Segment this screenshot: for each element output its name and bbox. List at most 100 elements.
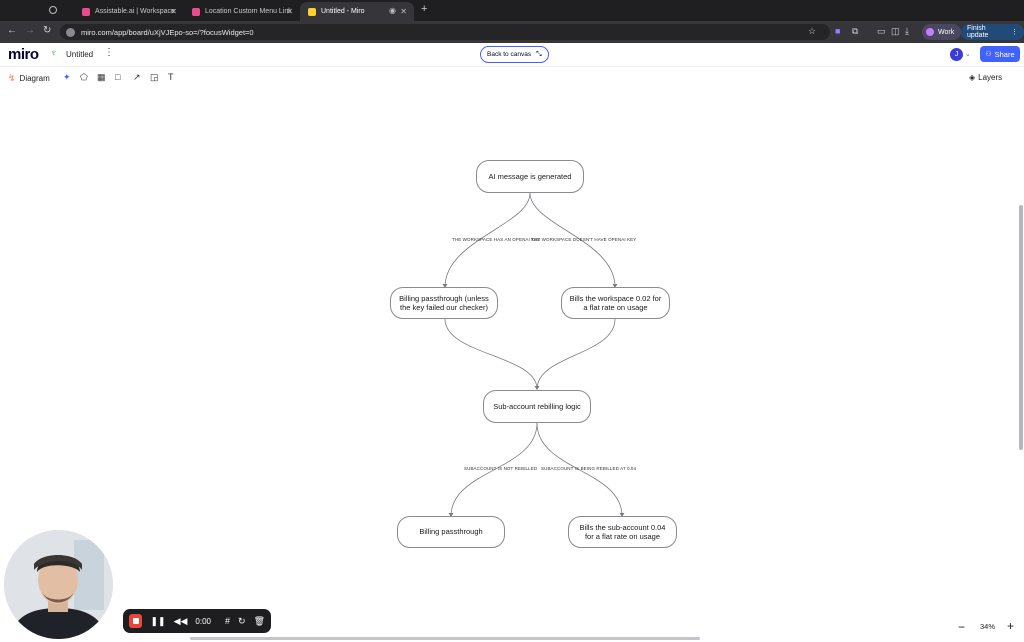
- chevron-down-icon[interactable]: ⌄: [965, 51, 971, 58]
- edge-label-has-key[interactable]: THE WORKSPACE HAS AN OPENAI KEY: [452, 237, 541, 242]
- node-label: Bills the workspace 0.02 for a flat rate…: [569, 293, 662, 312]
- rewind-icon[interactable]: ◀◀: [173, 615, 188, 626]
- tab-favicon-icon: [82, 7, 90, 16]
- arrowhead-icon: [619, 513, 625, 517]
- site-info-icon[interactable]: [66, 27, 75, 37]
- node-label: AI message is generated: [488, 171, 572, 181]
- tab-close-icon[interactable]: ✕: [286, 7, 293, 16]
- restart-icon[interactable]: ↻: [238, 615, 246, 626]
- layers-label: Layers: [978, 73, 1003, 82]
- edge-label-no-key[interactable]: THE WORKSPACE DOESN'T HAVE OPENAI KEY: [531, 237, 637, 242]
- shapes-icon[interactable]: ⬠: [80, 72, 88, 82]
- share-button[interactable]: ⚇ Share: [980, 46, 1020, 62]
- text-icon[interactable]: T: [168, 72, 174, 82]
- profile-button[interactable]: Work: [922, 24, 962, 40]
- node-label: Sub-account rebilling logic: [493, 401, 581, 411]
- arrowhead-icon: [534, 386, 540, 390]
- miro-header: miro ♆ Untitled ⋮ Back to canvas ⤡ J ⌄ ⚇…: [0, 43, 1024, 67]
- diagram-toolbar: ↯ Diagram ✦ ⬠ ▦ □ ↗ ◲ T ◈ Layers: [0, 67, 1024, 89]
- webcam-bubble[interactable]: [4, 530, 113, 639]
- screenshot-icon[interactable]: ◫: [891, 26, 900, 36]
- trash-icon[interactable]: 🗑: [253, 615, 265, 626]
- webcam-person-image: [4, 530, 113, 639]
- kebab-menu-icon: ⋮: [1011, 29, 1018, 36]
- node-billing-passthrough-unless[interactable]: Billing passthrough (unless the key fail…: [390, 287, 498, 319]
- tab-miro[interactable]: Untitled - Miro ◉ ✕: [300, 2, 414, 21]
- connector-icon[interactable]: ↗: [133, 72, 141, 82]
- layers-button[interactable]: ◈ Layers: [969, 73, 1002, 82]
- magic-wand-icon[interactable]: ✦: [63, 72, 71, 82]
- table-icon[interactable]: ▦: [97, 72, 106, 82]
- board-title[interactable]: Untitled: [66, 50, 94, 59]
- node-subaccount-rebilling-logic[interactable]: Sub-account rebilling logic: [483, 390, 591, 423]
- back-to-canvas-button[interactable]: Back to canvas ⤡: [480, 46, 549, 63]
- node-label: Bills the sub-account 0.04 for a flat ra…: [579, 522, 666, 541]
- connector-no-key[interactable]: [529, 192, 616, 288]
- finish-update-label: Finish update: [967, 25, 989, 39]
- bookmark-star-icon[interactable]: ☆: [808, 26, 817, 36]
- tab-close-icon[interactable]: ✕: [170, 7, 177, 16]
- profile-label: Work: [938, 28, 955, 36]
- diagram-mode-button[interactable]: ↯ Diagram: [8, 73, 50, 84]
- vertical-scrollbar[interactable]: [1019, 205, 1023, 450]
- address-bar[interactable]: miro.com/app/board/uXjVJEpo-so=/?focusWi…: [60, 24, 830, 40]
- miro-logo[interactable]: miro: [8, 46, 39, 63]
- connector-has-key[interactable]: [444, 192, 531, 288]
- connector-being-rebilled[interactable]: [536, 422, 623, 517]
- tab-label: Location Custom Menu Link: [205, 8, 292, 15]
- zoom-out-button[interactable]: −: [958, 620, 966, 634]
- rectangle-icon[interactable]: □: [115, 72, 121, 82]
- browser-url-bar: ← → ↻ miro.com/app/board/uXjVJEpo-so=/?f…: [0, 21, 1024, 43]
- edge-label-being-rebilled[interactable]: SUBACCOUNT IS BEING REBILLED AT 0.04: [541, 466, 637, 471]
- tab-close-icon[interactable]: ✕: [400, 7, 407, 16]
- tab-audio-icon[interactable]: ◉: [389, 6, 396, 15]
- board-menu-icon[interactable]: ⋮: [104, 47, 114, 58]
- connector-not-rebilled[interactable]: [450, 422, 538, 517]
- tab-favicon-icon: [308, 7, 316, 16]
- tab-location-menu[interactable]: Location Custom Menu Link ✕: [184, 2, 300, 21]
- cast-icon[interactable]: ▭: [877, 26, 886, 36]
- collapse-arrows-icon: ⤡: [536, 50, 542, 58]
- stop-recording-button[interactable]: [129, 614, 143, 628]
- share-users-icon: ⚇: [985, 51, 992, 58]
- horizontal-scrollbar[interactable]: [190, 637, 700, 640]
- tab-media-icon[interactable]: [49, 6, 57, 14]
- edge-label-not-rebilled[interactable]: SUBACCOUNT IS NOT REBILLED: [464, 466, 538, 471]
- node-label: Billing passthrough (unless the key fail…: [399, 293, 489, 312]
- node-billing-passthrough[interactable]: Billing passthrough: [397, 516, 505, 548]
- finish-update-button[interactable]: Finish update ⋮: [961, 24, 1024, 40]
- profile-avatar-icon: [926, 28, 934, 36]
- tab-assistable[interactable]: Assistable.ai | Workspace ✕: [74, 2, 184, 21]
- url-text: miro.com/app/board/uXjVJEpo-so=/?focusWi…: [81, 27, 254, 37]
- forward-arrow-icon[interactable]: →: [25, 25, 35, 36]
- node-label: Billing passthrough: [419, 527, 483, 537]
- connector-workspace-to-rebilling[interactable]: [536, 318, 616, 390]
- extensions-puzzle-icon[interactable]: ⧉: [852, 26, 859, 36]
- node-bills-workspace[interactable]: Bills the workspace 0.02 for a flat rate…: [561, 287, 670, 319]
- back-arrow-icon[interactable]: ←: [7, 25, 17, 36]
- sticky-note-icon[interactable]: ◲: [150, 72, 159, 82]
- node-ai-message-generated[interactable]: AI message is generated: [476, 160, 584, 193]
- zoom-level[interactable]: 34%: [980, 622, 996, 631]
- connector-passthrough-to-rebilling[interactable]: [444, 318, 538, 390]
- user-avatar[interactable]: J: [950, 48, 963, 61]
- reload-icon[interactable]: ↻: [43, 25, 52, 36]
- extension-icon[interactable]: ■: [835, 26, 841, 36]
- download-icon[interactable]: ⤓: [905, 26, 909, 36]
- tab-label: Assistable.ai | Workspace: [95, 8, 175, 15]
- new-tab-button[interactable]: +: [421, 3, 428, 15]
- browser-tab-bar: Assistable.ai | Workspace ✕ Location Cus…: [0, 0, 1024, 21]
- pause-icon[interactable]: ❚❚: [150, 615, 166, 626]
- avatar-initial: J: [954, 51, 959, 58]
- grid-icon[interactable]: #: [225, 616, 231, 626]
- zoom-in-button[interactable]: +: [1007, 619, 1015, 633]
- tab-label: Untitled - Miro: [321, 8, 365, 15]
- back-to-canvas-label: Back to canvas: [487, 51, 532, 58]
- diagram-label: Diagram: [19, 74, 50, 83]
- arrowhead-icon: [442, 284, 448, 288]
- recording-timer: 0:00: [195, 616, 211, 626]
- board-sprout-icon: ♆: [50, 48, 58, 59]
- node-bills-subaccount[interactable]: Bills the sub-account 0.04 for a flat ra…: [568, 516, 677, 548]
- stop-icon: [132, 618, 139, 624]
